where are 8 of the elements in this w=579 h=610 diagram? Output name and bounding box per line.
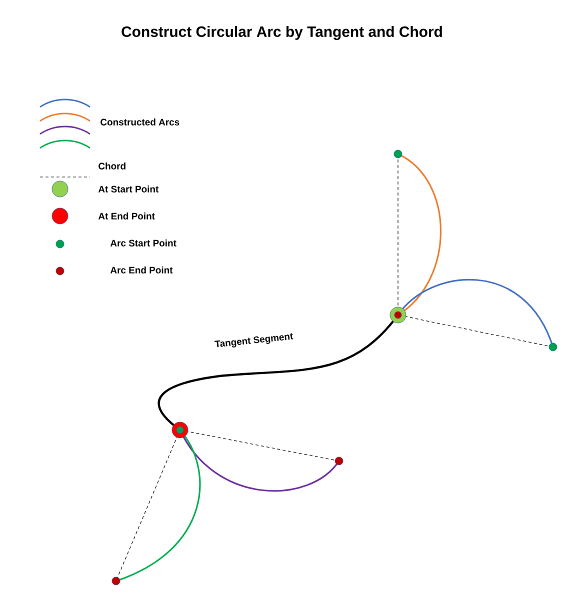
legend-label: Arc Start Point <box>110 240 176 246</box>
legend-label: At Start Point <box>98 186 159 192</box>
legend-label: At End Point <box>98 212 155 220</box>
legend-label: Arc End Point <box>110 266 173 274</box>
legend-label: Constructed Arcs <box>100 118 180 126</box>
curve-label: Tangent Segment <box>214 333 294 348</box>
legend-label: Chord <box>98 162 126 170</box>
title: Construct Circular Arc by Tangent and Chord <box>122 26 442 40</box>
